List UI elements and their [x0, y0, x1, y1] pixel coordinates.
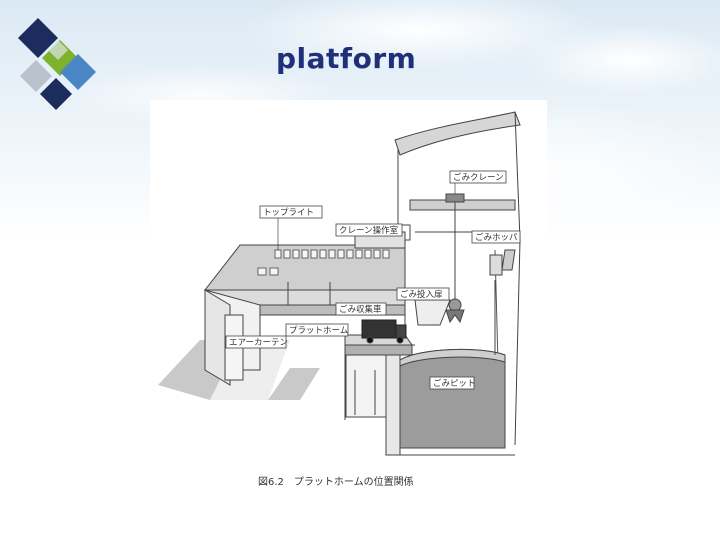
- company-logo: [16, 14, 100, 118]
- label-garbage-door: ごみ投入扉: [397, 288, 449, 300]
- label-garbage-hopper: ごみホッパ: [472, 231, 520, 243]
- svg-text:クレーン操作室: クレーン操作室: [339, 225, 399, 236]
- svg-text:プラットホーム: プラットホーム: [289, 326, 348, 336]
- svg-text:ごみ投入扉: ごみ投入扉: [400, 289, 443, 300]
- label-garbage-truck: ごみ収集車: [336, 303, 386, 315]
- svg-text:ごみ収集車: ごみ収集車: [339, 304, 382, 315]
- platform-diagram: トップライト クレーン操作室 ごみクレーン ごみホッパ ごみ投入扉: [150, 100, 547, 495]
- label-air-curtain: エアーカーテン: [226, 336, 288, 348]
- slide-title: platform: [276, 42, 416, 75]
- label-garbage-pit: ごみピット: [430, 377, 476, 389]
- label-crane-control-room: クレーン操作室: [336, 224, 402, 236]
- label-platform: プラットホーム: [286, 324, 348, 336]
- svg-text:ごみクレーン: ごみクレーン: [453, 172, 504, 183]
- svg-text:トップライト: トップライト: [263, 208, 314, 218]
- svg-text:エアーカーテン: エアーカーテン: [229, 338, 288, 348]
- figure-caption: 図6.2 プラットホームの位置関係: [258, 475, 414, 488]
- svg-text:ごみホッパ: ごみホッパ: [475, 232, 518, 243]
- svg-text:ごみピット: ごみピット: [433, 378, 476, 389]
